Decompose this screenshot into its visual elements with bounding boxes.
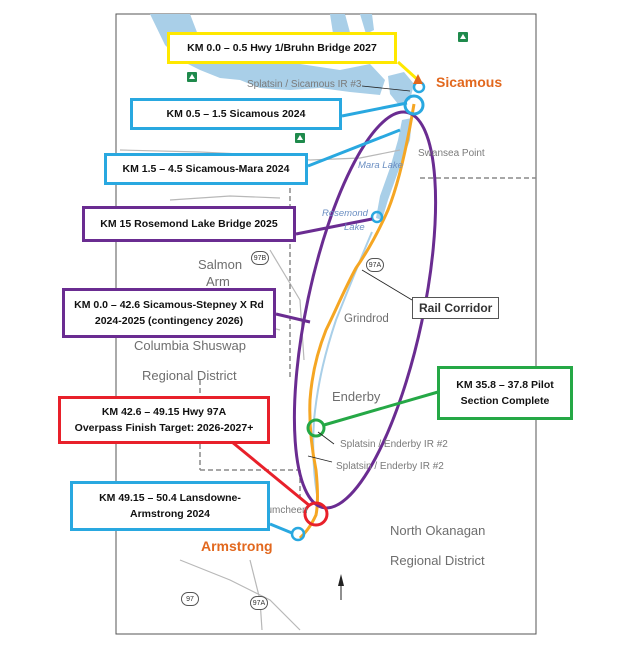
overpass-ring: [303, 501, 329, 527]
district-label-columbia-2: Regional District: [142, 368, 237, 383]
label-pointers: [307, 85, 413, 463]
sicamous-town-marker-icon: [413, 74, 423, 84]
district-label-columbia-1: Columbia Shuswap: [134, 338, 247, 353]
leader-rosemond: [295, 217, 373, 236]
highway-shield-97a-north: 97A: [366, 258, 384, 272]
leader-overpass: [231, 440, 311, 508]
place-label-swansea-point: Swansea Point: [418, 148, 485, 159]
rosemond-ring: [370, 210, 384, 224]
callout-km0-line1: KM 0.0 – 0.5 Hwy 1/Bruhn Bridge 2027: [187, 41, 377, 54]
water-label-rosemond-1: Rosemond: [322, 208, 368, 219]
callout-overpass-line1: KM 42.6 – 49.15 Hwy 97A: [101, 405, 227, 418]
leader-km15: [307, 128, 401, 168]
callout-stepney-line2: 2024-2025 (contingency 2026): [94, 315, 244, 327]
pilot-ring: [306, 418, 326, 438]
callout-km15-sicamous-mara: KM 1.5 – 4.5 Sicamous-Mara 2024: [104, 153, 308, 185]
highway-shield-97: 97: [181, 592, 199, 606]
callout-pilot-section: KM 35.8 – 37.8 Pilot Section Complete: [437, 366, 573, 420]
callout-km15-line1: KM 1.5 – 4.5 Sicamous-Mara 2024: [122, 162, 290, 175]
water-label-mara-lake: Mara Lake: [358, 160, 403, 171]
town-label-enderby: Enderby: [332, 389, 381, 404]
reserve-label-enderby-1: Splatsin / Enderby IR #2: [340, 439, 448, 450]
reserve-label-enderby-2: Splatsin / Enderby IR #2: [336, 461, 444, 472]
park-icon: [295, 133, 305, 143]
leader-lansdowne: [269, 522, 293, 535]
lansdowne-ring: [290, 526, 306, 542]
callout-lansdowne-line1: KM 49.15 – 50.4 Lansdowne-: [99, 491, 241, 504]
callout-stepney-line1: KM 0.0 – 42.6 Sicamous-Stepney X Rd: [74, 298, 264, 311]
rail-route: [298, 103, 416, 540]
place-label-ullumcheen: llumcheen: [262, 505, 308, 516]
callout-km05-sicamous: KM 0.5 – 1.5 Sicamous 2024: [130, 98, 342, 130]
leader-km0: [396, 60, 420, 82]
highway-shield-97b: 97B: [251, 251, 269, 265]
water-label-rosemond-2: Lake: [344, 222, 365, 233]
callout-rosemond-bridge: KM 15 Rosemond Lake Bridge 2025: [82, 206, 296, 242]
callout-lansdowne-armstrong: KM 49.15 – 50.4 Lansdowne- Armstrong 202…: [70, 481, 270, 531]
callout-overpass-line2: Overpass Finish Target: 2026-2027+: [74, 422, 254, 434]
north-arrow-icon: [338, 574, 344, 600]
reserve-label-sicamous: Splatsin / Sicamous IR #3: [247, 79, 362, 90]
leader-pilot: [323, 390, 439, 427]
park-icon: [187, 72, 197, 82]
district-label-okanagan-1: North Okanagan: [390, 523, 486, 538]
mara-lake: [376, 118, 412, 220]
town-label-armstrong: Armstrong: [201, 538, 273, 554]
callout-km05-line1: KM 0.5 – 1.5 Sicamous 2024: [166, 107, 306, 120]
town-label-sicamous: Sicamous: [436, 74, 503, 90]
leader-stepney: [275, 312, 311, 324]
town-label-salmon-arm-2: Arm: [206, 274, 230, 289]
highway-shield-97a-south: 97A: [250, 596, 268, 610]
km05-ring: [403, 94, 425, 116]
callout-lansdowne-line2: Armstrong 2024: [130, 508, 210, 520]
leader-km05: [341, 101, 408, 118]
callout-rosemond-line1: KM 15 Rosemond Lake Bridge 2025: [100, 217, 278, 230]
callout-pilot-line1: KM 35.8 – 37.8 Pilot: [456, 378, 554, 391]
callout-overpass: KM 42.6 – 49.15 Hwy 97A Overpass Finish …: [58, 396, 270, 444]
callout-pilot-line2: Section Complete: [460, 395, 550, 407]
park-icon: [458, 32, 468, 42]
town-label-salmon-arm-1: Salmon: [198, 257, 243, 272]
callout-stepney: KM 0.0 – 42.6 Sicamous-Stepney X Rd 2024…: [62, 288, 276, 338]
callout-km0-bruhn-bridge: KM 0.0 – 0.5 Hwy 1/Bruhn Bridge 2027: [167, 32, 397, 64]
district-label-okanagan-2: Regional District: [390, 553, 485, 568]
town-label-grindrod: Grindrod: [344, 313, 389, 325]
rail-corridor-label: Rail Corridor: [412, 297, 500, 319]
